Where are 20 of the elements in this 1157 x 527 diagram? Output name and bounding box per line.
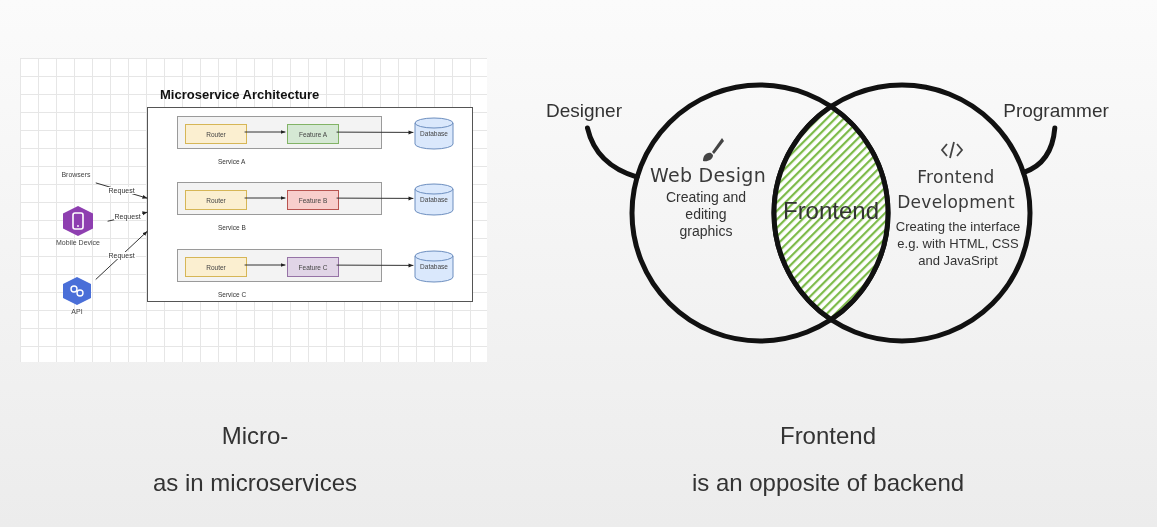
architecture-label: Microservice Architecture (160, 87, 320, 102)
arrow (244, 130, 286, 134)
circle-title: Web Design (648, 163, 768, 188)
caption-text: as in microservices (151, 469, 358, 497)
arrow (95, 231, 148, 280)
caption-text: Micro- (220, 422, 290, 450)
leader-line (584, 125, 640, 180)
arrow (336, 130, 414, 135)
role-label: Designer (545, 100, 623, 122)
arrow (336, 263, 414, 268)
caption-text: is an opposite of backend (690, 469, 966, 497)
circle-title: Frontend Development (896, 166, 1016, 214)
leader-line (1020, 125, 1058, 175)
circle-description: Creating and editing graphics (664, 189, 748, 240)
arrow (336, 196, 414, 201)
caption-text: Frontend (778, 422, 878, 450)
role-label: Programmer (1003, 100, 1109, 122)
arrow (244, 263, 286, 267)
arrow (244, 196, 286, 200)
circle-description: Creating the interface e.g. with HTML, CSS and JavaSript (894, 218, 1022, 269)
